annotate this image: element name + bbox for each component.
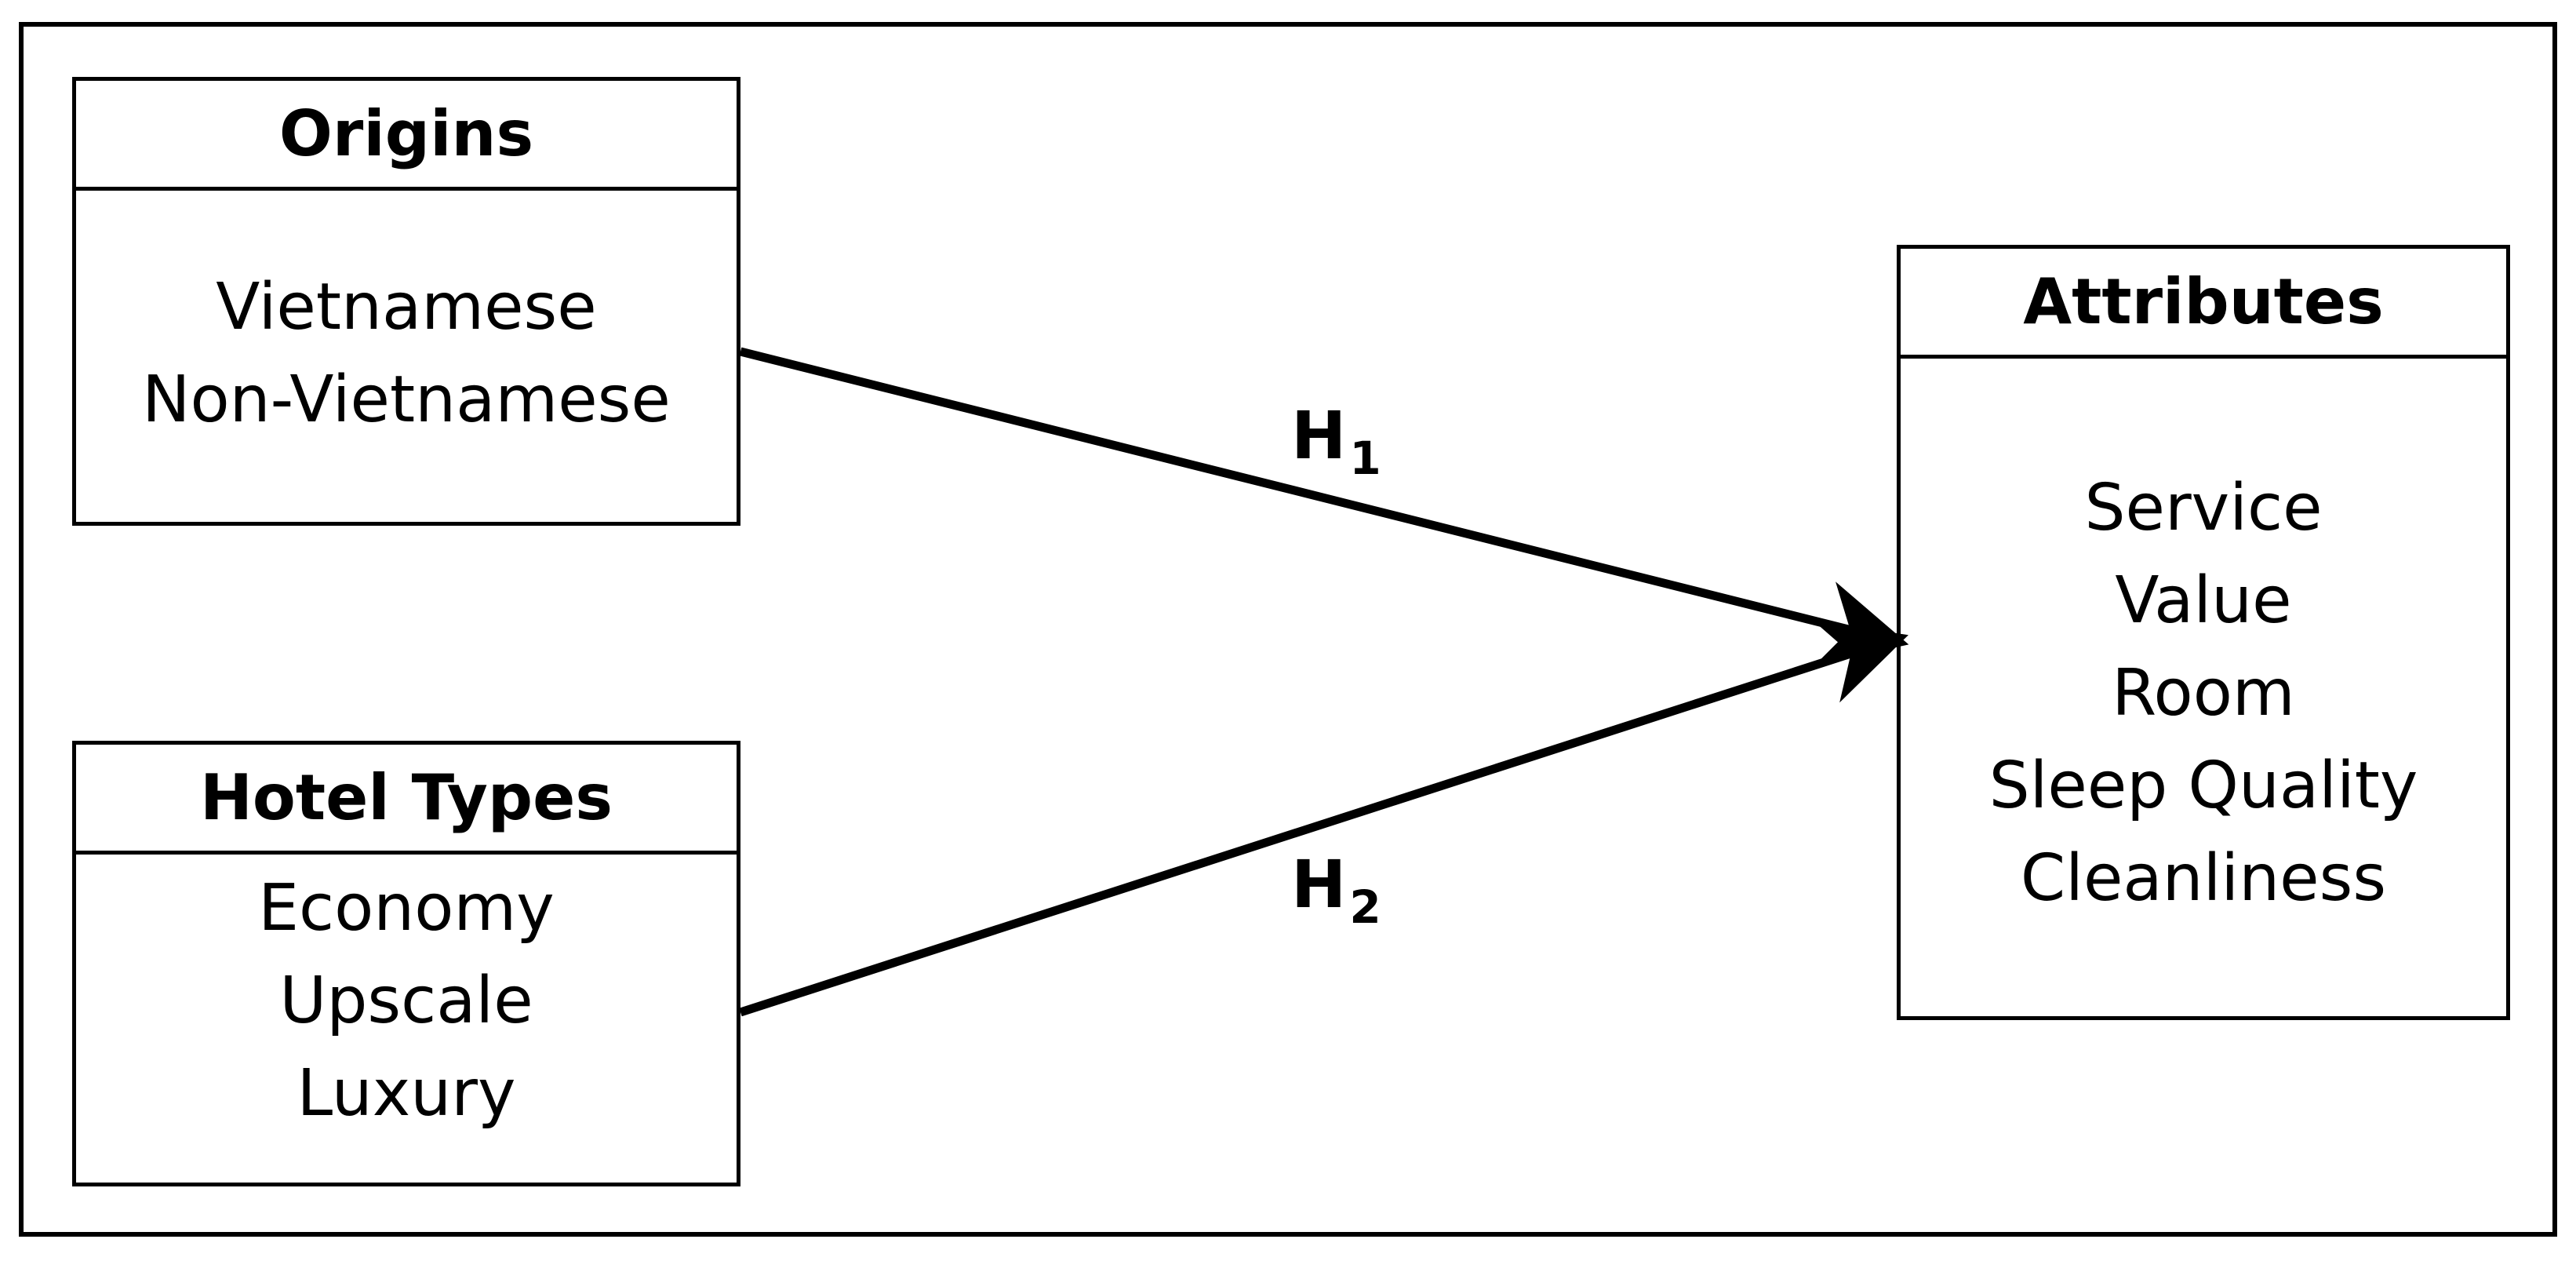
attributes-box: Attributes Service Value Room Sleep Qual… [1897,245,2510,1020]
hotel-types-item-economy: Economy [258,871,555,946]
hotel-types-item-upscale: Upscale [279,964,533,1038]
attributes-list: Service Value Room Sleep Quality Cleanli… [1901,359,2506,1016]
h1-subscript: 1 [1349,432,1381,485]
attributes-item-service: Service [2084,471,2323,545]
hotel-types-item-luxury: Luxury [297,1056,516,1131]
attributes-title: Attributes [1901,249,2506,359]
attributes-item-cleanliness: Cleanliness [2020,841,2387,916]
origins-item-non-vietnamese: Non-Vietnamese [142,363,671,437]
hotel-types-list: Economy Upscale Luxury [76,855,737,1183]
h2-label: H2 [1291,846,1381,934]
h1-label: H1 [1291,397,1381,485]
hotel-types-box: Hotel Types Economy Upscale Luxury [72,741,740,1186]
attributes-item-value: Value [2115,563,2292,638]
attributes-item-sleep-quality: Sleep Quality [1988,749,2418,823]
h1-letter: H [1291,397,1347,474]
origins-item-vietnamese: Vietnamese [216,270,597,344]
origins-box: Origins Vietnamese Non-Vietnamese [72,77,740,526]
attributes-item-room: Room [2112,656,2295,731]
origins-list: Vietnamese Non-Vietnamese [76,191,737,522]
h2-subscript: 2 [1349,880,1381,934]
h2-letter: H [1291,846,1347,923]
hotel-types-title: Hotel Types [76,745,737,855]
origins-title: Origins [76,81,737,191]
